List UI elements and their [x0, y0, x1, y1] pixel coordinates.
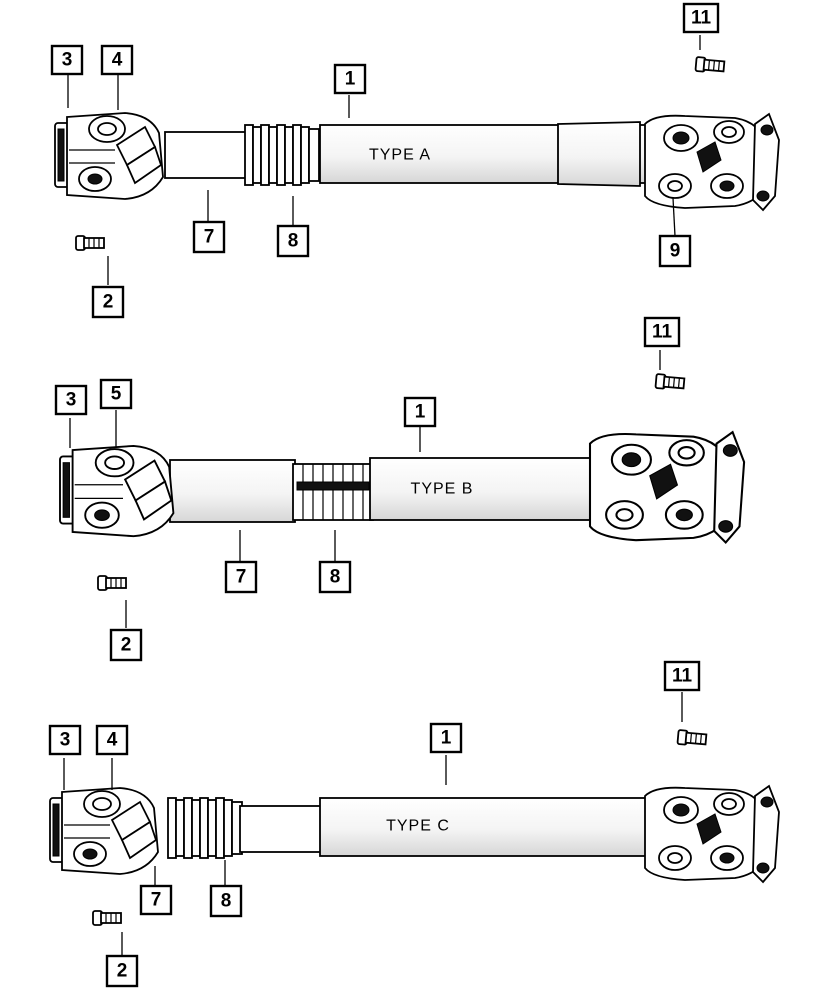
svg-text:11: 11	[672, 666, 693, 687]
svg-text:1: 1	[345, 69, 356, 90]
svg-text:3: 3	[62, 50, 73, 71]
slip-yoke-7	[239, 805, 326, 853]
svg-text:2: 2	[117, 961, 128, 982]
assembly-type-c: TYPE C 3 4 1 11 7 8 2	[48, 660, 780, 988]
callout-8: 8	[276, 224, 310, 258]
svg-text:8: 8	[221, 891, 232, 912]
assembly-type-a: TYPE A 3 4 1 11 7 8 9 2	[50, 2, 780, 319]
type-label: TYPE B	[411, 481, 474, 498]
svg-text:3: 3	[66, 390, 77, 411]
callout-5: 5	[99, 378, 133, 410]
flange-bolt-2	[97, 575, 127, 591]
shaft-tube-1	[369, 457, 596, 521]
flange-bolt-11	[694, 56, 726, 75]
callout-1: 1	[333, 63, 367, 95]
flange-bolt-11	[676, 729, 708, 748]
boot-8	[167, 797, 243, 859]
flange-bolt-2	[75, 235, 105, 251]
svg-text:8: 8	[288, 231, 299, 252]
callout-9: 9	[658, 234, 692, 268]
svg-text:1: 1	[441, 728, 452, 749]
shaft-tube-1	[319, 797, 651, 857]
svg-text:7: 7	[151, 890, 162, 911]
callout-7: 7	[139, 884, 173, 916]
svg-text:4: 4	[112, 50, 123, 71]
callout-8: 8	[318, 560, 352, 594]
svg-text:11: 11	[652, 322, 673, 343]
flange-yoke-3	[54, 112, 164, 200]
svg-text:8: 8	[330, 567, 341, 588]
slip-yoke-7	[169, 459, 296, 523]
svg-text:2: 2	[103, 292, 114, 313]
svg-text:4: 4	[107, 730, 118, 751]
cv-joint	[588, 431, 746, 544]
front-slip-yoke-7	[164, 131, 256, 179]
callout-3: 3	[54, 384, 88, 416]
callout-1: 1	[429, 722, 463, 754]
svg-text:7: 7	[236, 567, 247, 588]
callout-4: 4	[100, 44, 134, 76]
callout-7: 7	[192, 220, 226, 254]
cv-joint	[644, 785, 780, 883]
callout-2: 2	[91, 285, 125, 319]
svg-text:1: 1	[415, 402, 426, 423]
callout-1: 1	[403, 396, 437, 428]
boot-8	[244, 124, 320, 186]
callout-2: 2	[105, 954, 139, 988]
callout-3: 3	[48, 724, 82, 756]
boot-8	[292, 463, 374, 521]
assembly-type-b: TYPE B 3 5 1 11 7 8 2	[54, 316, 746, 662]
svg-text:11: 11	[691, 8, 712, 29]
svg-text:2: 2	[121, 635, 132, 656]
callout-4: 4	[95, 724, 129, 756]
svg-text:3: 3	[60, 730, 71, 751]
flange-bolt-11	[654, 373, 686, 392]
callout-8: 8	[209, 884, 243, 918]
callout-11: 11	[663, 660, 701, 692]
flange-yoke-3	[59, 444, 175, 538]
callout-3: 3	[50, 44, 84, 76]
type-label: TYPE C	[386, 818, 450, 835]
svg-text:9: 9	[670, 241, 681, 262]
type-label: TYPE A	[369, 147, 431, 164]
callout-11: 11	[682, 2, 720, 34]
flange-yoke-3	[49, 787, 159, 875]
callout-11: 11	[643, 316, 681, 348]
svg-text:7: 7	[204, 227, 215, 248]
callout-2: 2	[109, 628, 143, 662]
svg-text:5: 5	[111, 384, 122, 405]
cv-joint-9	[644, 113, 780, 211]
callout-7: 7	[224, 560, 258, 594]
flange-bolt-2	[92, 910, 122, 926]
